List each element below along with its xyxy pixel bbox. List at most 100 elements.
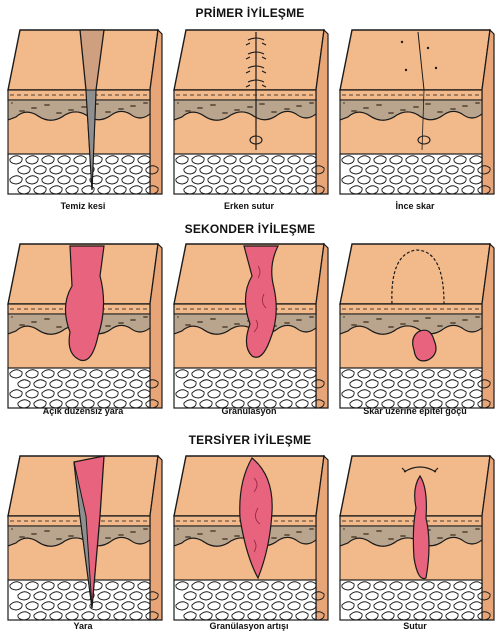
suture-mark [427,47,429,49]
scar-tissue [413,330,436,361]
wound-illustration [0,448,166,628]
dermis-dot [284,534,286,536]
caption-epithelial-migration: Skar üzerine epitel göçü [332,406,498,416]
section-title-tertiary: TERSİYER İYİLEŞME [0,433,500,447]
dermis-dot [259,103,261,105]
caption-increased-granulation: Granülasyon artışı [166,621,332,631]
caption-thin-scar: İnce skar [332,201,498,211]
dermis-dot [388,326,390,328]
dermis-dot [185,536,187,538]
dermis-dot [475,316,477,318]
dermis-dot [31,321,33,323]
dermis-dot [130,531,132,533]
dermis-dot [143,528,145,530]
dermis-dot [343,102,345,104]
dermis-dot [105,537,107,539]
epidermis-layer [8,90,150,100]
dermis-dot [56,326,58,328]
dermis-dot [177,102,179,104]
dermis-dot [351,324,353,326]
dermis-dot [271,537,273,539]
dermis-dot [68,535,70,537]
dermis-dot [376,104,378,106]
dermis-dot [185,110,187,112]
subcutaneous-layer [8,111,150,154]
dermis-dot [11,102,13,104]
dermis-dot [462,531,464,533]
dermis-dot [197,533,199,535]
subcutaneous-layer [174,111,316,154]
dermis-dot [296,105,298,107]
caption-granulation: Granülasyon [166,406,332,416]
dermis-dot [363,533,365,535]
dermis-dot [185,324,187,326]
dermis-dot [450,534,452,536]
dermis-dot [351,536,353,538]
caption-open-wound: Açık düzensiz yara [0,406,166,416]
skin-surface [340,244,490,304]
subcutaneous-layer [340,537,482,580]
dermis-dot [475,528,477,530]
panel-epithelial-migration [332,236,498,426]
dermis-dot [437,537,439,539]
panel-suture [332,448,498,638]
dermis-dot [425,317,427,319]
caption-early-suture: Erken sutur [166,201,332,211]
dermis-dot [388,112,390,114]
skin-surface [340,456,490,516]
dermis-dot [450,108,452,110]
dermis-dot [309,316,311,318]
dermis-dot [450,322,452,324]
dermis-dot [437,325,439,327]
section-title-secondary: SEKONDER İYİLEŞME [0,222,500,236]
dermis-dot [130,105,132,107]
dermis-dot [222,326,224,328]
dermis-dot [197,321,199,323]
caption-suture: Sutur [332,621,498,631]
dermis-dot [118,534,120,536]
panel-early-suture [166,22,332,212]
dermis-dot [19,324,21,326]
granulation-illustration [166,236,332,416]
dermis-dot [400,323,402,325]
dermis-dot [31,107,33,109]
dermis-dot [44,104,46,106]
dermis-dot [11,528,13,530]
dermis-dot [234,535,236,537]
dermis-dot [234,109,236,111]
early-suture-illustration [166,22,332,202]
panel-granulation [166,236,332,426]
dermis-dot [284,322,286,324]
dermis-dot [284,108,286,110]
dermis-dot [462,105,464,107]
subcutaneous-layer [8,537,150,580]
subcutaneous-layer [340,325,482,368]
dermis-dot [222,538,224,540]
dermis-dot [177,528,179,530]
suture-mark [435,67,437,69]
increased-granulation-illustration [166,448,332,628]
dermis-dot [413,320,415,322]
dermis-dot [118,108,120,110]
dermis-dot [437,111,439,113]
dermis-dot [425,103,427,105]
dermis-dot [210,530,212,532]
dermis-dot [309,102,311,104]
clean-incision-illustration [0,22,166,202]
dermis-dot [234,323,236,325]
subcutaneous-layer [174,325,316,368]
dermis-dot [296,531,298,533]
dermis-dot [105,111,107,113]
dermis-dot [400,109,402,111]
subcutaneous-layer [340,111,482,154]
epidermis-layer [340,516,482,526]
epidermis-layer [174,304,316,314]
panel-clean-incision [0,22,166,212]
dermis-dot [68,109,70,111]
suture-mark [405,69,407,71]
dermis-dot [376,530,378,532]
dermis-dot [31,533,33,535]
dermis-dot [210,318,212,320]
dermis-dot [376,318,378,320]
dermis-dot [271,111,273,113]
